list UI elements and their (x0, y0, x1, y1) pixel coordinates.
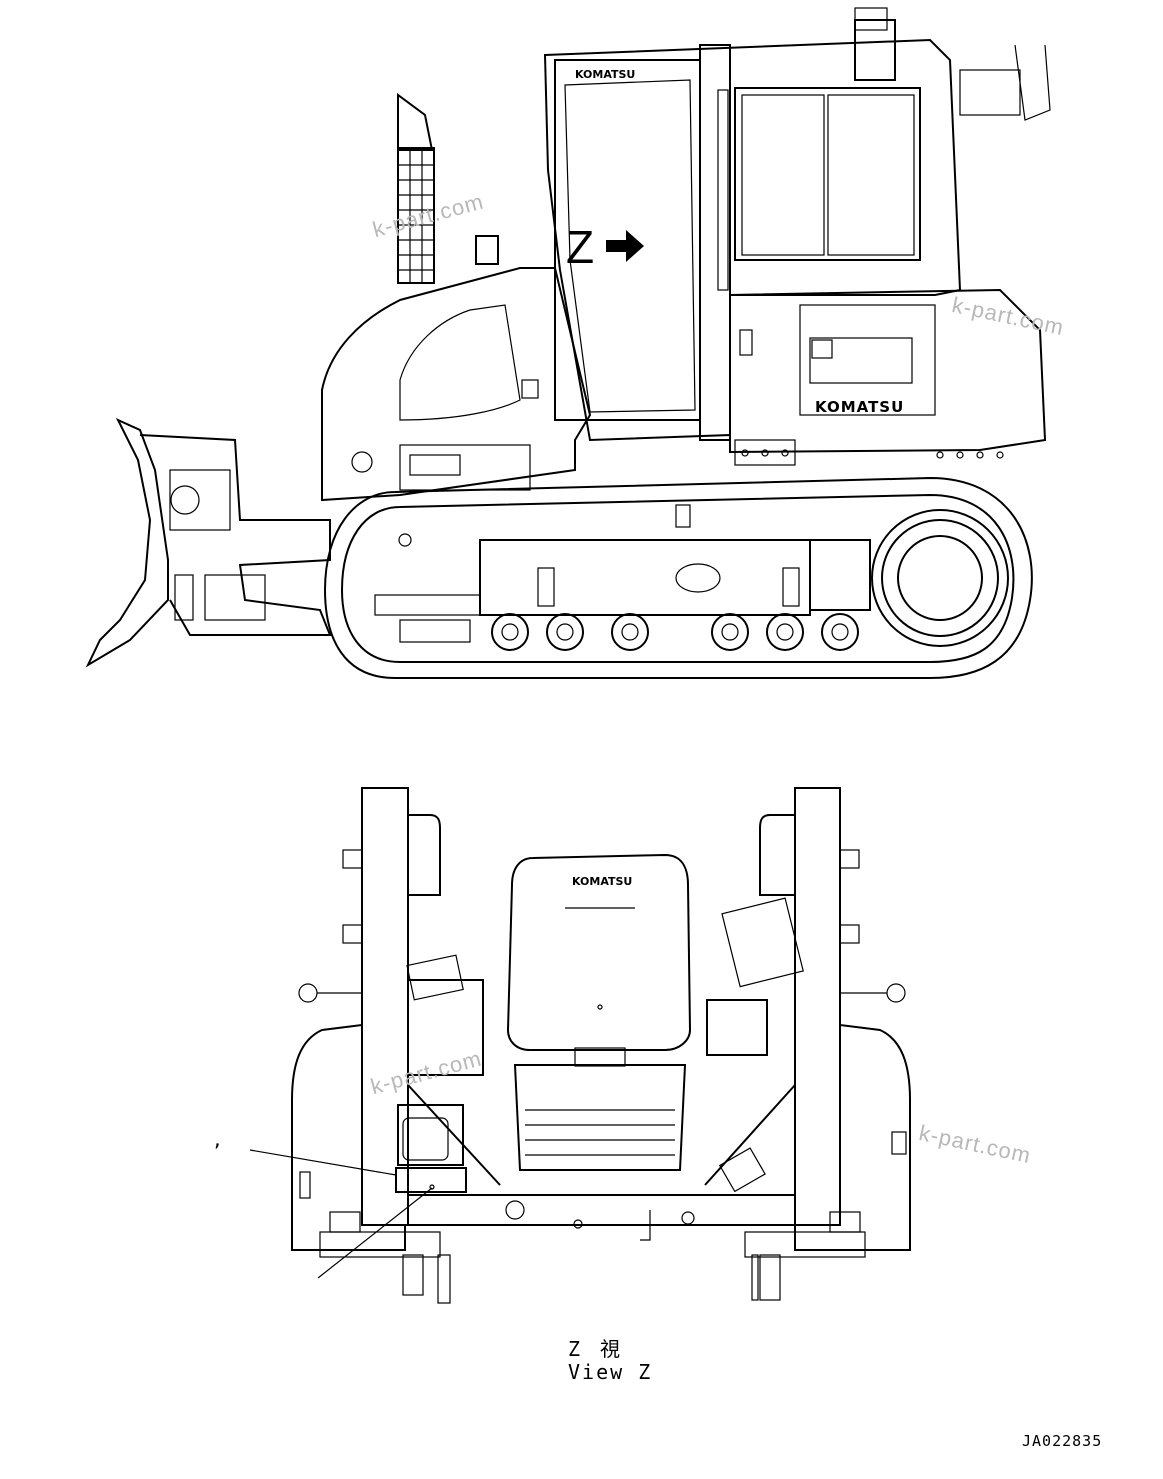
left-console (407, 979, 484, 1076)
left-pillar (361, 787, 409, 1226)
cab-door-window (564, 79, 696, 413)
track-outer (323, 476, 1033, 679)
exhaust-muffler (397, 147, 435, 284)
left-control-box (406, 954, 464, 1001)
track-frame (479, 539, 811, 616)
right-pillar (794, 787, 841, 1226)
side-view-bulldozer (85, 7, 1051, 679)
drawing-number: JA022835 (1022, 1432, 1103, 1450)
sprocket (871, 509, 1009, 647)
seat-suspension (513, 1064, 687, 1171)
right-fender (794, 1024, 911, 1251)
leader-line-upper (249, 1149, 397, 1176)
brand-body-logo: KOMATSU (815, 398, 905, 416)
rear-view-cab (249, 787, 911, 1304)
brand-cab-logo: KOMATSU (575, 68, 636, 81)
right-console (706, 999, 768, 1056)
arrow-icon (606, 230, 644, 262)
labeled-plate (395, 1167, 467, 1193)
floor-plate (407, 1194, 796, 1226)
operator-seat-back (506, 853, 692, 1051)
caption-jp: Z 視 (568, 1337, 621, 1361)
track-inner (340, 493, 1015, 663)
cab-side-window (734, 87, 921, 261)
right-control-box (721, 897, 804, 988)
exhaust-stack (397, 93, 434, 151)
track-rollers (399, 613, 859, 651)
left-fender (291, 1024, 406, 1251)
rops-post (699, 44, 731, 441)
leader-line-lower (317, 1187, 433, 1279)
view-z-marker: Z (566, 221, 595, 273)
rear-body (729, 288, 1047, 454)
brand-seat-logo: KOMATSU (572, 875, 633, 888)
caption-en: View Z (568, 1360, 653, 1384)
left-handrail (408, 814, 441, 896)
right-handrail (759, 814, 795, 896)
dozer-blade (85, 417, 169, 668)
plate-panel (397, 1104, 464, 1166)
engine-hood (321, 267, 592, 502)
leader-mark: , (212, 1130, 223, 1151)
